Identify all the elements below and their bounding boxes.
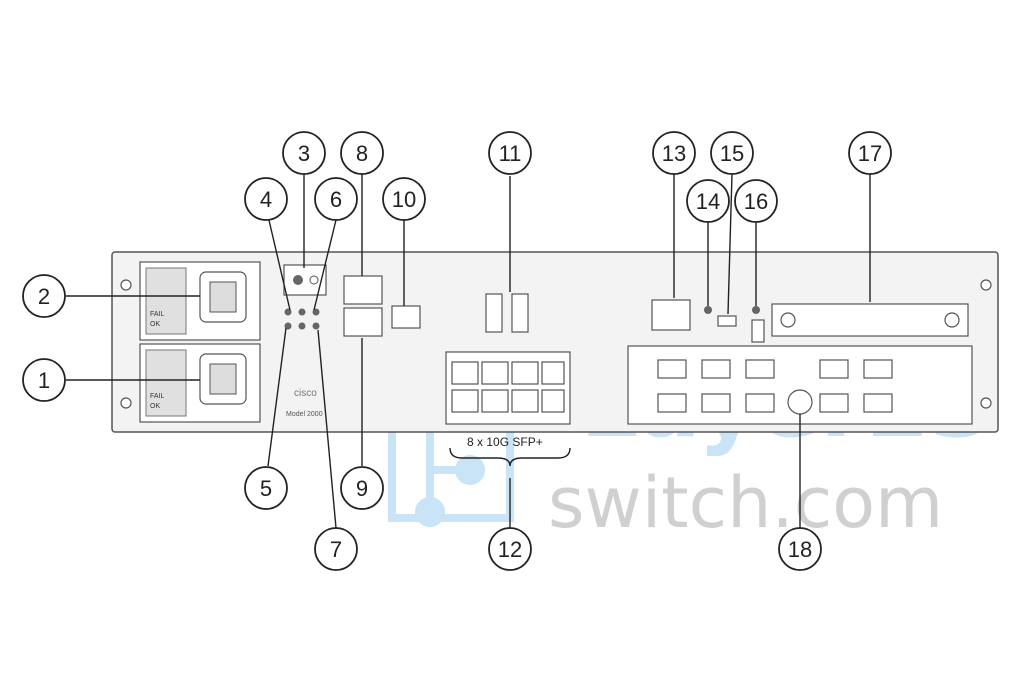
callout-13: 13	[652, 131, 696, 175]
psu-ok-label: OK	[150, 321, 160, 328]
watermark-text-2: switch.com	[548, 462, 943, 544]
callout-1: 1	[22, 358, 66, 402]
callout-8: 8	[340, 131, 384, 175]
callout-3-number: 3	[298, 141, 310, 166]
callout-5: 5	[244, 466, 288, 510]
console-port	[651, 299, 691, 331]
callout-18: 18	[778, 527, 822, 571]
callout-15-number: 15	[720, 141, 744, 166]
sfp-bracket: 8 x 10G SFP+	[449, 435, 571, 467]
callout-12: 12	[488, 527, 532, 571]
reset-switch	[751, 319, 765, 343]
callout-10: 10	[382, 177, 426, 221]
brand-logo: cisco	[294, 388, 317, 399]
chassis: FAIL OK FAIL OK cisco Model 2000	[111, 251, 999, 433]
callout-16-number: 16	[744, 189, 768, 214]
callout-14-number: 14	[696, 189, 720, 214]
callout-7-number: 7	[330, 537, 342, 562]
callout-2-number: 2	[38, 284, 50, 309]
sfp-block	[445, 351, 571, 425]
callout-16: 16	[734, 179, 778, 223]
callout-14: 14	[686, 179, 730, 223]
callout-7: 7	[314, 527, 358, 571]
callout-4: 4	[244, 177, 288, 221]
power-switch	[283, 264, 327, 296]
callout-4-number: 4	[260, 187, 272, 212]
callout-11-number: 11	[499, 141, 522, 166]
callout-18-number: 18	[788, 537, 812, 562]
mini-usb-port	[717, 315, 737, 327]
callout-8-number: 8	[356, 141, 368, 166]
power-supply-top: FAIL OK	[139, 261, 261, 341]
mgmt-port-bottom	[343, 307, 383, 337]
callout-11: 11	[488, 131, 532, 175]
status-leds	[284, 308, 320, 330]
sfp-bracket-label: 8 x 10G SFP+	[467, 435, 543, 449]
callout-5-number: 5	[260, 476, 272, 501]
callout-12-number: 12	[498, 537, 522, 562]
callout-15: 15	[710, 131, 754, 175]
callout-6: 6	[314, 177, 358, 221]
callout-2: 2	[22, 274, 66, 318]
mgmt-port-top	[343, 275, 383, 305]
psu-ok-label: OK	[150, 403, 160, 410]
module-slot-top	[771, 303, 969, 337]
power-supply-bottom: FAIL OK	[139, 343, 261, 423]
leader-lines	[66, 173, 871, 529]
model-label: Model 2000	[286, 411, 323, 418]
psu-fail-label: FAIL	[150, 311, 165, 318]
usb-port	[391, 305, 421, 329]
callout-9-number: 9	[356, 476, 368, 501]
callout-6-number: 6	[330, 187, 342, 212]
usb-port-1	[485, 293, 503, 333]
callout-3: 3	[282, 131, 326, 175]
callout-13-number: 13	[662, 141, 686, 166]
network-module	[627, 345, 973, 425]
psu-fail-label: FAIL	[150, 393, 165, 400]
callout-17-number: 17	[858, 141, 882, 166]
callout-9: 9	[340, 466, 384, 510]
callout-1-number: 1	[38, 368, 50, 393]
callout-17: 17	[848, 131, 892, 175]
usb-port-2	[511, 293, 529, 333]
callout-10-number: 10	[392, 187, 416, 212]
